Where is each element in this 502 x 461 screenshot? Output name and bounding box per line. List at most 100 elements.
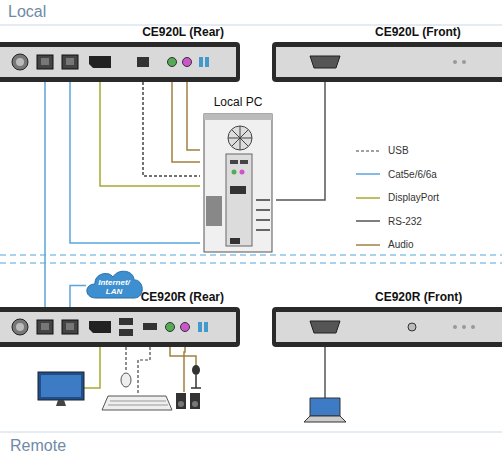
peripheral-wire-part	[170, 347, 196, 366]
terminal-icon-part	[310, 398, 340, 416]
rear-panel-part	[205, 57, 209, 67]
rear-panel-part	[89, 56, 111, 68]
cable-line	[187, 82, 200, 150]
legend-row: RS-232	[356, 210, 439, 234]
rear-panel-part	[62, 55, 78, 69]
device-title: CE920L (Front)	[375, 25, 461, 39]
front-panel-part	[272, 307, 502, 347]
rear-panel-part	[0, 42, 240, 82]
rear-panel-part	[0, 307, 240, 347]
monitor-icon	[38, 372, 84, 406]
cable-line	[143, 82, 200, 176]
legend-row: Cat5e/6/6a	[356, 163, 439, 187]
device-panel: CE920R (Front)	[272, 307, 502, 347]
pc-tower-part	[230, 238, 240, 244]
pc-tower-part	[204, 114, 272, 120]
microphone-icon-part	[191, 375, 201, 388]
keyboard-icon	[102, 396, 172, 410]
rear-panel	[0, 42, 240, 82]
legend-row: DisplayPort	[356, 186, 439, 210]
cable-line	[100, 82, 200, 186]
rear-panel-part	[143, 323, 157, 330]
microphone-icon-part	[192, 365, 200, 375]
cloud-shape	[87, 271, 142, 298]
peripheral-wire-part	[184, 347, 185, 392]
device-panel: CE920L (Front)	[272, 42, 502, 82]
region-separator	[0, 255, 502, 263]
rear-panel-part	[16, 323, 24, 331]
legend-sample	[356, 170, 380, 178]
pc-tower-part	[232, 170, 237, 175]
pc-tower-part	[240, 170, 245, 175]
front-panel-part	[453, 60, 457, 64]
legend-text: Cat5e/6/6a	[388, 169, 437, 180]
rear-panel-part	[37, 320, 53, 334]
rear-panel-part	[12, 54, 28, 70]
front-panel-part	[272, 42, 502, 82]
rear-panel-part	[89, 321, 111, 333]
rear-panel-part	[199, 57, 203, 67]
pc-tower-part	[256, 200, 270, 230]
terminal-icon	[304, 398, 346, 422]
region-label: Remote	[10, 437, 66, 455]
pc-tower-part	[226, 154, 252, 246]
legend-text: USB	[388, 145, 409, 156]
device-panel: CE920L (Rear)	[0, 42, 240, 82]
pc-tower-part	[206, 196, 222, 226]
computer-node: Local PC	[200, 112, 276, 254]
device-title: Local PC	[214, 95, 263, 109]
front-panel-part	[310, 321, 340, 333]
legend-row: Audio	[356, 233, 439, 257]
legend-text: RS-232	[388, 216, 422, 227]
cloud-label: Internet/ LAN	[94, 278, 134, 296]
front-panel-part	[453, 325, 457, 329]
rear-panel-part	[41, 58, 49, 65]
cable-line	[70, 82, 200, 243]
rear-panel-part	[168, 58, 177, 67]
front-panel-part	[310, 56, 340, 68]
pc-tower-part	[240, 160, 248, 164]
speaker-icon-part	[178, 401, 184, 407]
legend-sample	[356, 241, 380, 249]
legend-text: DisplayPort	[388, 192, 439, 203]
rear-panel-part	[0, 312, 236, 342]
keyboard-icon-part	[108, 401, 168, 405]
front-panel-part	[276, 47, 502, 77]
rear-panel-part	[62, 320, 78, 334]
legend: USB Cat5e/6/6aDisplayPortRS-232Audio	[356, 139, 439, 257]
mouse-icon-part	[121, 373, 131, 387]
device-title: CE920R (Front)	[375, 290, 462, 304]
pc-tower-part	[230, 160, 238, 164]
pc-tower-part	[230, 186, 246, 194]
front-panel	[272, 42, 502, 82]
peripheral-wire-part	[84, 347, 100, 388]
rear-panel-part	[183, 58, 192, 67]
speaker-icon-part	[176, 393, 186, 409]
legend-line	[356, 197, 380, 199]
rear-panel-part	[37, 55, 53, 69]
front-panel	[272, 307, 502, 347]
speaker-icon-part	[190, 393, 200, 409]
pc-tower-part	[204, 114, 272, 252]
peripheral-wire-part	[324, 347, 326, 398]
rear-panel	[0, 307, 240, 347]
legend-sample	[356, 147, 380, 155]
keyboard-icon-part	[102, 396, 172, 410]
cable-line	[70, 286, 86, 308]
pc-tower-part	[228, 126, 252, 150]
speaker-icon-part	[192, 401, 198, 407]
region-rule	[0, 25, 502, 432]
peripheral-wire-part	[125, 347, 126, 372]
legend-line	[356, 150, 380, 151]
legend-line	[356, 244, 380, 246]
device-panel: CE920R (Rear)	[0, 307, 240, 347]
rear-panel-part	[119, 318, 133, 325]
region-separator-part	[0, 254, 502, 256]
legend-text: Audio	[388, 239, 414, 250]
front-panel-part	[276, 312, 502, 342]
rear-panel-part	[166, 323, 175, 332]
rear-panel-part	[119, 329, 133, 336]
